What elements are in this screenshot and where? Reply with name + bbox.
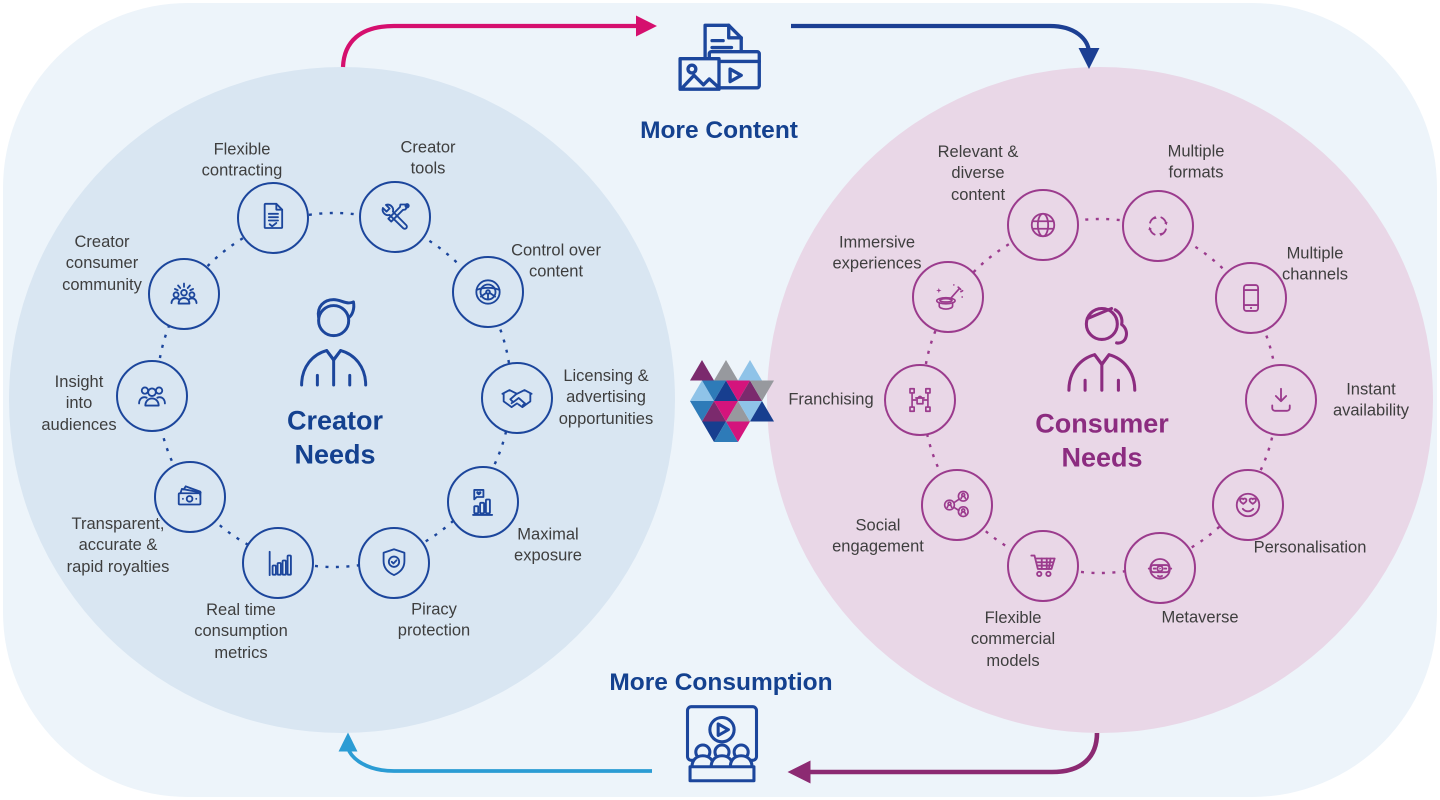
consumer-item-multiple-channels	[1215, 262, 1287, 334]
globe-icon	[1023, 205, 1063, 245]
creator-item-label: Control over content	[511, 241, 601, 281]
cycle-arrows-icon	[1138, 206, 1178, 246]
download-icon	[1261, 380, 1301, 420]
chart-likes-icon	[463, 482, 503, 522]
creator-item-label: Creator tools	[400, 138, 456, 178]
consumer-item-instant-availability	[1245, 364, 1317, 436]
shield-check-icon	[374, 543, 414, 583]
handshake-icon	[497, 378, 537, 418]
bar-chart-icon	[258, 543, 298, 583]
creator-item-flexible-contracting	[237, 182, 309, 254]
tools-icon	[375, 197, 415, 237]
creator-item-label: Transparent, accurate & rapid royalties	[66, 514, 170, 576]
creator-item-label: Maximal exposure	[514, 525, 582, 565]
consumer-item-label: Franchising	[788, 390, 874, 409]
consumer-item-flexible-commercial	[1007, 530, 1079, 602]
consumer-item-label: Metaverse	[1161, 608, 1239, 627]
media-content-icon	[669, 17, 769, 117]
creator-item-label: Piracy protection	[397, 600, 471, 640]
consumer-item-multiple-formats	[1122, 190, 1194, 262]
consumer-item-personalisation	[1212, 469, 1284, 541]
consumer-item-metaverse	[1124, 532, 1196, 604]
community-people-icon	[164, 274, 204, 314]
creator-person-icon	[282, 291, 387, 396]
heart-eyes-smiley-icon	[1228, 485, 1268, 525]
creator-item-licensing-advertising	[481, 362, 553, 434]
consumer-person-icon	[1050, 293, 1158, 401]
consumer-needs-circle	[767, 67, 1433, 733]
consumer-needs-title: Consumer Needs	[1035, 408, 1169, 472]
magic-hat-icon	[928, 277, 968, 317]
consumer-item-label: Personalisation	[1253, 538, 1367, 557]
audience-screen-icon	[676, 699, 768, 791]
creator-item-label: Flexible contracting	[201, 140, 283, 180]
consumer-item-franchising	[884, 364, 956, 436]
more-consumption-arrow-from-consumer	[787, 732, 1100, 784]
steering-wheel-icon	[468, 272, 508, 312]
creator-item-piracy-protection	[358, 527, 430, 599]
consumer-item-immersive-experiences	[912, 261, 984, 333]
more-content-arrow-from-creator	[340, 15, 657, 68]
creator-item-label: Creator consumer community	[62, 232, 142, 294]
creator-item-label: Insight into audiences	[41, 372, 117, 434]
creator-needs-title: Creator Needs	[286, 405, 384, 469]
smartphone-icon	[1231, 278, 1271, 318]
consumer-item-social-engagement	[921, 469, 993, 541]
creator-item-insight-audiences	[116, 360, 188, 432]
contract-document-icon	[253, 198, 293, 238]
creator-item-control-over-content	[452, 256, 524, 328]
triangle-mosaic-logo	[690, 360, 774, 442]
banknotes-icon	[170, 477, 210, 517]
shopping-cart-icon	[1023, 546, 1063, 586]
consumer-item-label: Relevant & diverse content	[937, 142, 1019, 204]
franchise-network-icon	[900, 380, 940, 420]
consumer-item-label: Social engagement	[832, 516, 924, 556]
consumer-item-label: Immersive experiences	[832, 233, 922, 273]
creator-item-realtime-metrics	[242, 527, 314, 599]
creator-item-label: Real time consumption metrics	[194, 600, 288, 662]
social-share-icon	[937, 485, 977, 525]
consumer-item-relevant-content	[1007, 189, 1079, 261]
more-content-label: More Content	[640, 117, 798, 144]
consumer-item-label: Multiple channels	[1281, 244, 1349, 284]
consumer-item-label: Instant availability	[1332, 380, 1410, 420]
creator-item-creator-tools	[359, 181, 431, 253]
creator-item-royalties	[154, 461, 226, 533]
more-consumption-arrow-to-creator	[338, 732, 652, 773]
vr-headset-icon	[1140, 548, 1180, 588]
more-content-arrow-to-consumer	[791, 23, 1100, 69]
more-consumption-label: More Consumption	[609, 669, 833, 696]
creator-item-community	[148, 258, 220, 330]
creator-item-label: Licensing & advertising opportunities	[558, 366, 654, 428]
consumer-item-label: Multiple formats	[1167, 142, 1225, 182]
creator-item-maximal-exposure	[447, 466, 519, 538]
audience-people-icon	[132, 376, 172, 416]
consumer-item-label: Flexible commercial models	[970, 608, 1056, 670]
